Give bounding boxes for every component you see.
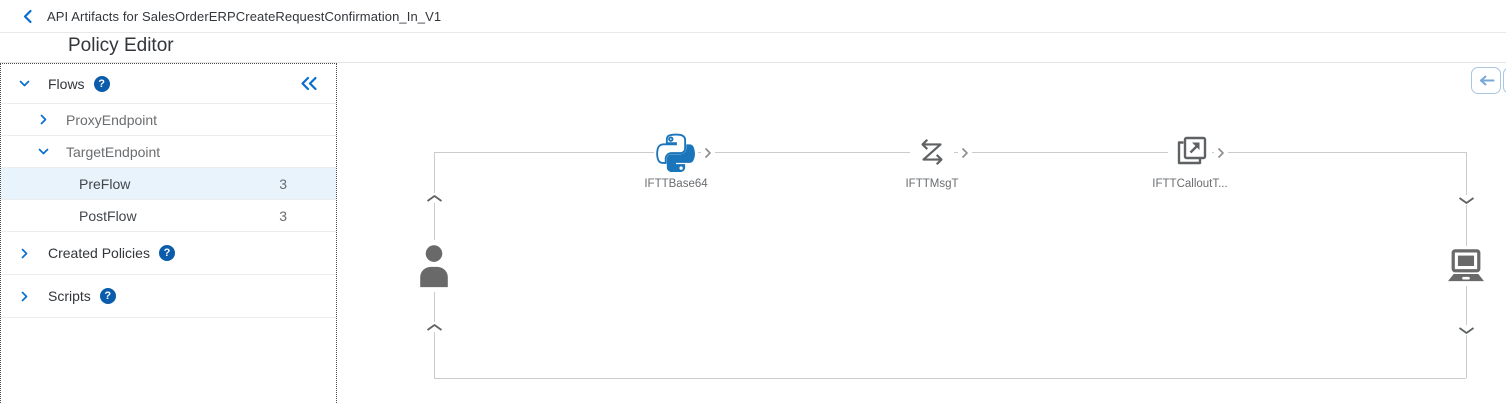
flow-step-chevron-icon [701, 146, 715, 159]
sidebar-item-postflow[interactable]: PostFlow 3 [1, 200, 336, 232]
arrow-up-icon [425, 193, 444, 203]
chevron-left-icon [23, 9, 32, 23]
created-policies-help-icon[interactable]: ? [158, 245, 175, 261]
sidebar-item-scripts[interactable]: Scripts ? [1, 275, 336, 318]
chevron-down-icon[interactable] [37, 145, 50, 158]
postflow-count-badge: 3 [279, 207, 287, 224]
arrow-left-icon [1479, 75, 1494, 86]
policy-label: IFTTBase64 [644, 178, 708, 190]
chevron-right-icon[interactable] [37, 113, 50, 126]
message-transform-icon [921, 138, 943, 166]
back-button[interactable] [19, 8, 35, 24]
flow-step-chevron-icon [1214, 146, 1228, 159]
sidebar-item-created-policies[interactable]: Created Policies ? [1, 232, 336, 275]
postflow-label: PostFlow [79, 207, 137, 224]
chevron-right-icon[interactable] [18, 290, 31, 303]
sidebar-item-proxyendpoint[interactable]: ProxyEndpoint [1, 104, 336, 136]
proxyendpoint-label: ProxyEndpoint [66, 111, 158, 128]
collapse-sidebar-icon[interactable] [299, 76, 319, 92]
policy-node-iftcalloutt[interactable] [1168, 130, 1212, 174]
sidebar-item-flows[interactable]: Flows ? [1, 64, 336, 104]
targetendpoint-label: TargetEndpoint [66, 143, 161, 160]
top-bar: API Artifacts for SalesOrderERPCreateReq… [0, 0, 1506, 33]
flows-help-icon[interactable]: ? [93, 75, 110, 92]
target-endpoint [1442, 246, 1490, 286]
flows-sidebar: Flows ? ProxyEndpoint TargetEndpoint Pre… [0, 63, 337, 403]
policy-node-iftmsgt[interactable] [910, 130, 954, 174]
scripts-label: Scripts [48, 288, 91, 304]
sidebar-item-preflow[interactable]: PreFlow 3 [1, 168, 336, 200]
preflow-count-badge: 3 [279, 175, 287, 192]
laptop-icon [1448, 249, 1484, 282]
flows-label: Flows [48, 75, 85, 92]
header-divider [0, 62, 1506, 63]
arrow-up-icon [425, 322, 444, 332]
policy-label: IFTTCalloutT... [1152, 178, 1228, 190]
flow-step-chevron-icon [958, 146, 972, 159]
person-icon [420, 245, 448, 288]
client-endpoint [411, 240, 457, 292]
service-callout-icon [1177, 136, 1207, 165]
flow-line-response [434, 378, 1466, 379]
arrow-down-icon [1457, 195, 1476, 205]
created-policies-label: Created Policies [48, 245, 150, 261]
breadcrumb: API Artifacts for SalesOrderERPCreateReq… [47, 8, 442, 24]
page-title: Policy Editor [68, 35, 174, 56]
undo-button[interactable] [1471, 67, 1501, 94]
python-script-icon [656, 133, 695, 172]
sidebar-item-targetendpoint[interactable]: TargetEndpoint [1, 136, 336, 168]
policy-node-iftbase64[interactable] [654, 130, 698, 174]
preflow-label: PreFlow [79, 175, 131, 192]
flow-canvas: IFTTBase64 IFTTMsgT IFTTCalloutT... [337, 63, 1506, 403]
chevron-down-icon[interactable] [18, 77, 31, 90]
arrow-down-icon [1457, 325, 1476, 335]
policy-label: IFTTMsgT [905, 178, 959, 190]
scripts-help-icon[interactable]: ? [99, 288, 116, 304]
chevron-right-icon[interactable] [18, 247, 31, 260]
